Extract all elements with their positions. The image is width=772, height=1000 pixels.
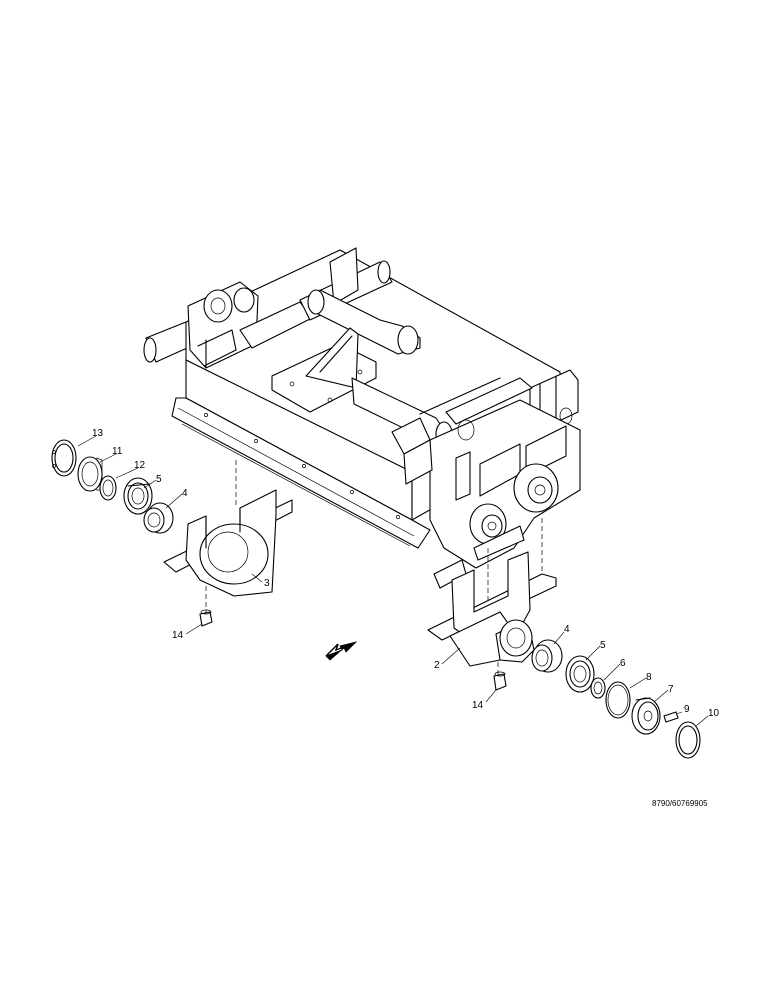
part-7-cover	[631, 697, 661, 735]
callout-leaders	[77, 435, 709, 727]
callout-9: 9	[684, 704, 690, 715]
callout-4-left: 4	[182, 488, 188, 499]
callout-7: 7	[668, 684, 674, 695]
callout-2: 2	[434, 660, 440, 671]
callout-4-right: 4	[564, 624, 570, 635]
callout-10: 10	[708, 708, 720, 719]
callout-13: 13	[92, 428, 104, 439]
part-5-bearing-left	[123, 477, 153, 515]
part-6-ring	[590, 677, 606, 699]
part-14-nipple-right	[493, 671, 507, 691]
main-frame	[143, 247, 581, 589]
callout-12: 12	[134, 460, 146, 471]
part-5-bearing-right	[565, 655, 595, 693]
flange-bolts	[204, 413, 400, 519]
callout-6: 6	[620, 658, 626, 669]
part-14-nipple-left	[199, 609, 213, 627]
callout-5-left: 5	[156, 474, 162, 485]
part-12-ring	[99, 475, 117, 501]
callout-3: 3	[264, 578, 270, 589]
part-2-bracket	[427, 551, 557, 667]
callout-11: 11	[112, 446, 123, 457]
part-10-circlip	[675, 721, 701, 759]
callout-14-left: 14	[172, 630, 184, 641]
left-exploded-parts	[51, 439, 213, 627]
part-3-bracket	[163, 489, 293, 597]
part-8-oring	[605, 681, 631, 719]
callout-labels: 13 11 12 5 4 3 14 2 4 5 6 8 7 9 10 14	[92, 428, 720, 719]
part-4-sleeve-right	[531, 639, 563, 673]
callout-5-right: 5	[600, 640, 606, 651]
callout-8: 8	[646, 672, 652, 683]
part-9-bolt	[663, 711, 679, 723]
right-exploded-parts	[493, 639, 701, 759]
part-13-circlip	[51, 439, 77, 477]
callout-14-right: 14	[472, 700, 484, 711]
part-4-sleeve-left	[143, 502, 174, 534]
part-11-seal	[77, 456, 103, 492]
drawing-reference-number: 8790/60769905	[652, 799, 708, 808]
direction-arrow	[325, 641, 358, 661]
